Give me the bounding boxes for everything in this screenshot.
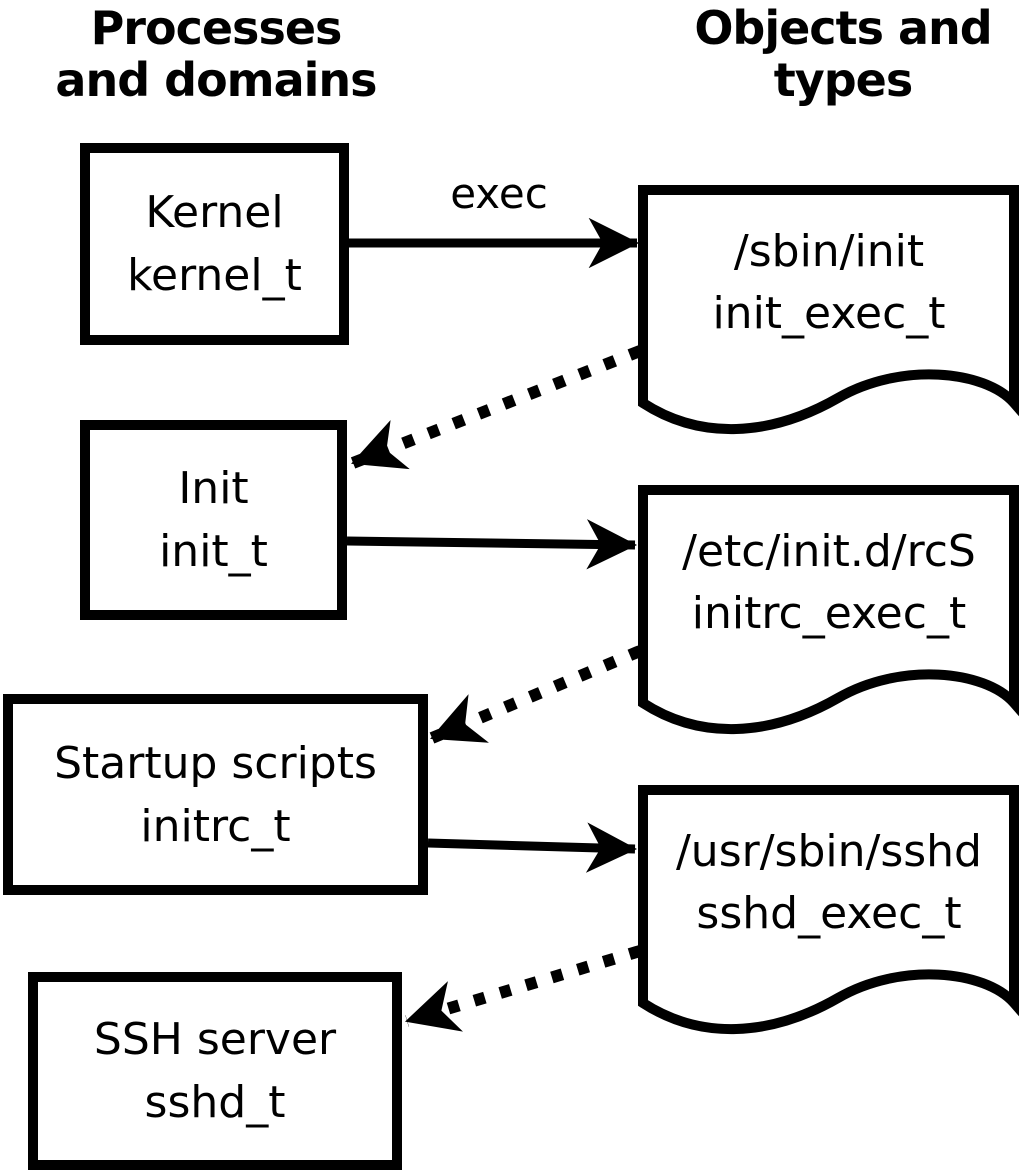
process-name: Init — [178, 463, 249, 514]
solid-arrow-init-to-rcs — [346, 519, 638, 570]
process-type: initrc_t — [140, 800, 291, 852]
column-header-objects-line1: Objects and — [694, 1, 992, 55]
object-type: sshd_exec_t — [696, 888, 962, 939]
document-shape-sbin-init — [638, 185, 1019, 435]
process-box-startup-scripts: Startup scripts initrc_t — [3, 694, 428, 895]
dotted-arrow-sbin-init-to-init — [350, 345, 643, 470]
dotted-arrow-sshd-to-sshserver — [404, 945, 642, 1032]
solid-arrow-startup-to-sshd — [427, 822, 638, 873]
exec-arrow-label: exec — [450, 169, 548, 218]
object-doc-etc-initd-rcs-text: /etc/init.d/rcS initrc_exec_t — [643, 521, 1015, 645]
object-path: /etc/init.d/rcS — [682, 526, 976, 577]
document-shape-usr-sbin-sshd — [638, 785, 1019, 1035]
process-name: SSH server — [93, 1014, 337, 1065]
process-box-kernel: Kernel kernel_t — [80, 143, 349, 345]
object-path: /sbin/init — [733, 226, 925, 277]
column-header-processes-line2: and domains — [55, 53, 377, 107]
object-type: initrc_exec_t — [691, 588, 967, 639]
process-name: Kernel — [145, 187, 284, 238]
process-box-ssh-server: SSH server sshd_t — [28, 972, 402, 1170]
dotted-arrow-rcs-to-startup — [429, 645, 643, 744]
column-header-processes-line1: Processes — [90, 1, 343, 55]
process-type: kernel_t — [127, 250, 302, 301]
process-type: init_t — [159, 526, 268, 577]
column-header-objects: Objects and types — [643, 2, 1024, 106]
document-shape-etc-initd-rcs — [638, 485, 1019, 735]
object-doc-sbin-init-text: /sbin/init init_exec_t — [643, 221, 1015, 345]
object-type: init_exec_t — [712, 288, 946, 339]
object-path: /usr/sbin/sshd — [675, 826, 982, 877]
object-doc-usr-sbin-sshd-text: /usr/sbin/sshd sshd_exec_t — [643, 821, 1015, 945]
process-type: sshd_t — [144, 1077, 286, 1128]
process-name: Startup scripts — [54, 737, 377, 789]
process-box-init: Init init_t — [80, 420, 347, 620]
column-header-objects-line2: types — [773, 53, 913, 107]
column-header-processes: Processes and domains — [16, 2, 416, 106]
